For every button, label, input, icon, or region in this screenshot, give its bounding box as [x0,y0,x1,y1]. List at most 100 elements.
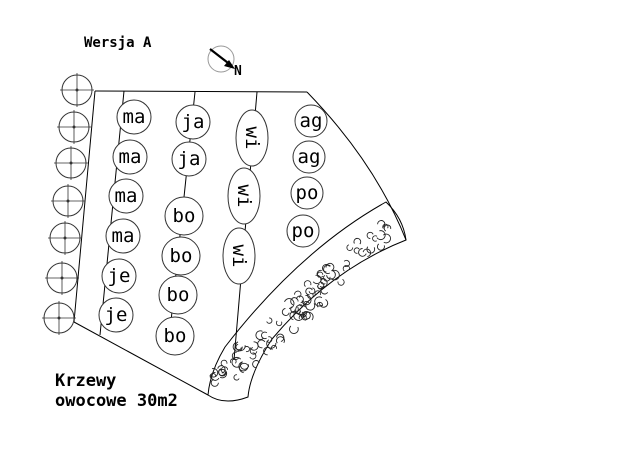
plant-label: ma [112,225,135,247]
hedge-shrub [235,343,242,351]
hedge-shrub [383,224,392,232]
plant-marker: ma [112,139,148,175]
hedge-shrub [230,358,237,364]
tree-icon [57,110,91,144]
hedge-shrub [294,290,302,298]
hedge-shrub [276,333,285,342]
bed-outline [73,90,407,396]
plant-marker: ma [108,178,144,214]
plant-label: ag [298,146,321,168]
hedge-shrub [314,296,323,307]
hedge-shrub [303,280,312,287]
hedge-shrub [281,308,290,316]
hedge-shrub [275,320,283,327]
hedge-shrub [252,360,260,369]
hedge-shrub [317,283,324,290]
north-arrow-icon: N [207,45,242,79]
plant-label: ma [115,185,138,207]
hedge-shrub [231,351,240,360]
hedge-shrub [218,368,226,376]
hedge-shrub [330,269,340,281]
hedge-shrub [358,248,367,257]
tree-icon [60,73,94,107]
hedge-shrub [305,287,313,296]
plant-marker: ma [105,218,141,254]
tree-icon [42,301,76,335]
tree-icon [48,221,82,255]
hedge-shrub [266,317,273,324]
tree-icon [54,146,88,180]
hedge-shrub [240,361,249,370]
plant-marker: ja [175,104,211,140]
hedge-shrub [299,310,307,318]
hedge-shrub [255,330,264,341]
plant-marker: wi [222,227,256,285]
plant-marker: bo [158,275,198,315]
plant-label: po [292,220,315,242]
hedge-shrub [319,299,329,308]
north-label: N [234,64,242,79]
plant-marker: ja [171,141,207,177]
hedge-shrub [249,352,257,360]
hedge-shrub [308,287,316,295]
hedge-shrub [382,223,389,229]
plant-marker: wi [227,167,261,225]
hedge-strip [207,201,407,402]
plant-marker: ma [116,99,152,135]
plant-label: bo [167,284,190,306]
hedge-shrub [376,230,386,241]
hedge-shrub [284,298,295,309]
hedge-shrub [372,235,378,242]
hedge-shrub [314,290,322,296]
hedge-shrub [316,301,323,308]
hedge-shrub [323,274,331,282]
hedge-shrub [366,231,374,239]
hedge-shrub [320,286,329,295]
hedge-shrub [209,373,217,380]
plant-label: ma [119,146,142,168]
plant-marker: wi [235,109,269,167]
plant-marker: je [101,258,137,294]
plant-label: wi [241,127,263,150]
plant-marker: ag [294,104,328,138]
plant-marker: bo [161,236,201,276]
hedge-shrub [337,279,345,286]
tree-icon [45,261,79,295]
hedge-shrub [376,243,385,251]
hedge-shrub [317,271,324,278]
hedge-shrub [261,331,268,340]
plant-marker: bo [164,196,204,236]
plant-label: je [108,265,131,287]
hedge-shrub [257,339,266,349]
hedge-shrub [366,246,376,254]
hedge-shrub [353,237,362,245]
tree-icon [51,184,85,218]
plant-marker: je [98,297,134,333]
hedge-shrub [276,336,285,344]
hedge-shrub [217,365,226,374]
plan-title: Wersja A [84,35,152,51]
hedge-shrub [293,311,304,321]
plant-marker: po [290,176,324,210]
hedge-shrub [220,359,228,367]
hedge-shrub [220,366,229,374]
hedge-shrub [301,312,309,321]
plant-label: wi [233,185,255,208]
hedge-shrub [325,262,335,272]
hedge-shrub [362,248,372,258]
hedge-shrub [312,274,322,284]
hedge-shrub [249,341,259,351]
plant-label: ja [182,111,205,133]
plant-label: wi [228,245,250,268]
hedge-shrub [295,295,304,304]
hedge-shrub [271,344,277,351]
area-label-line-1: Krzewy [55,371,116,391]
hedge-shrub [244,346,250,353]
hedge-shrub [233,374,240,381]
hedge-shrub [346,244,354,251]
hedge-shrub [377,220,386,228]
hedge-shrub [353,247,360,254]
hedge-shrub [249,347,258,355]
hedge-shrub [210,371,220,381]
